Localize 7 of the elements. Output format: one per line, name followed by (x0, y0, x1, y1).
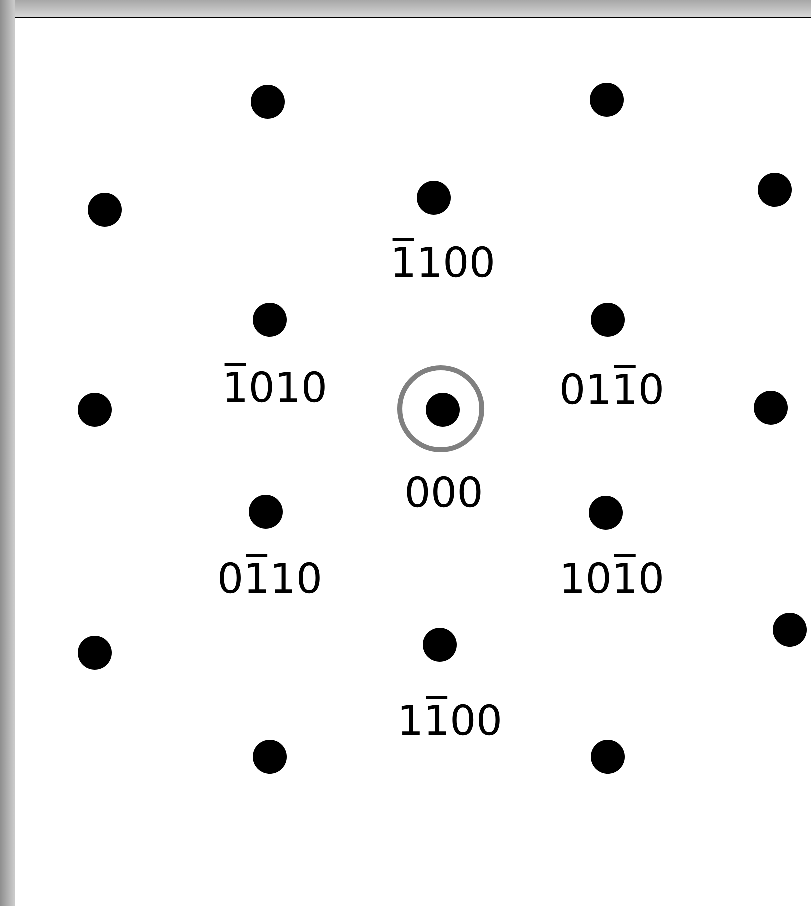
spot-index: 1̅010 (224, 363, 325, 403)
spot-index: 000 (407, 476, 481, 508)
spot-index: 101̅0 (564, 554, 662, 594)
spot-index: 01̅10 (220, 554, 320, 594)
spot-index: 1̅100 (392, 238, 493, 278)
spot-index: 11̅00 (402, 696, 500, 736)
spot-index: 011̅0 (562, 365, 662, 405)
